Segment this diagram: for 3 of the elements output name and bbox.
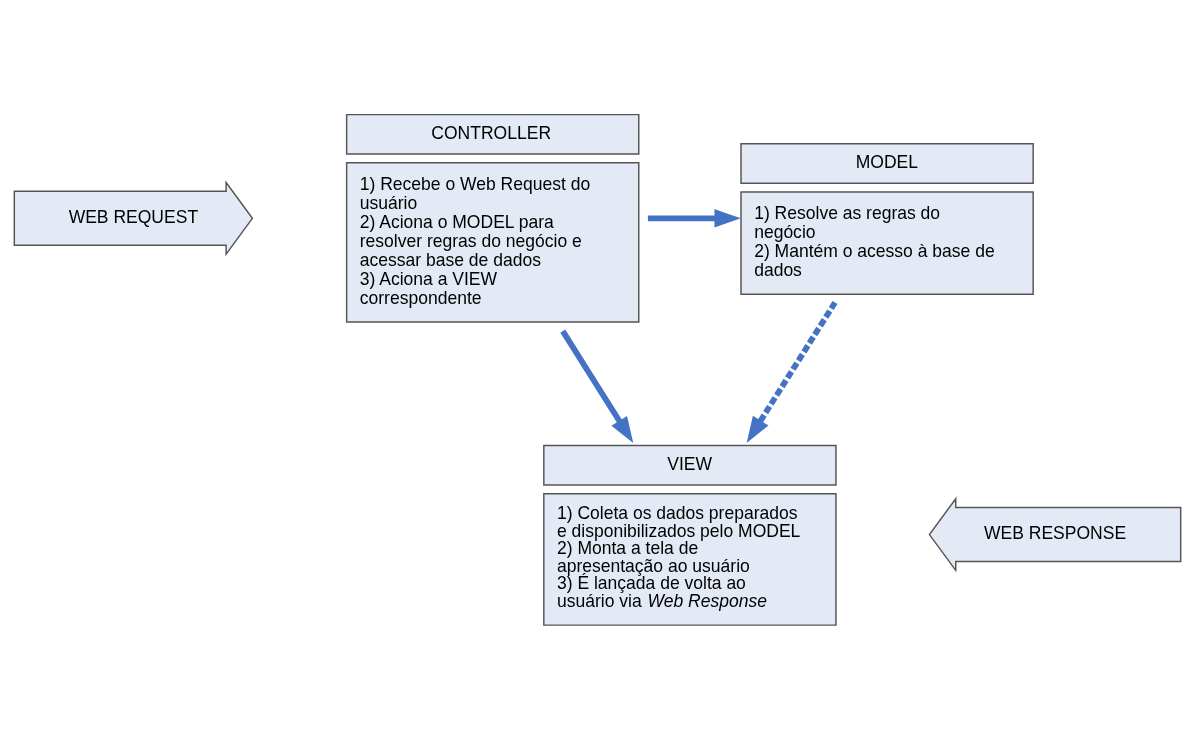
arrow: [560, 329, 634, 443]
arrow: [746, 300, 838, 443]
arrow: [647, 208, 741, 228]
